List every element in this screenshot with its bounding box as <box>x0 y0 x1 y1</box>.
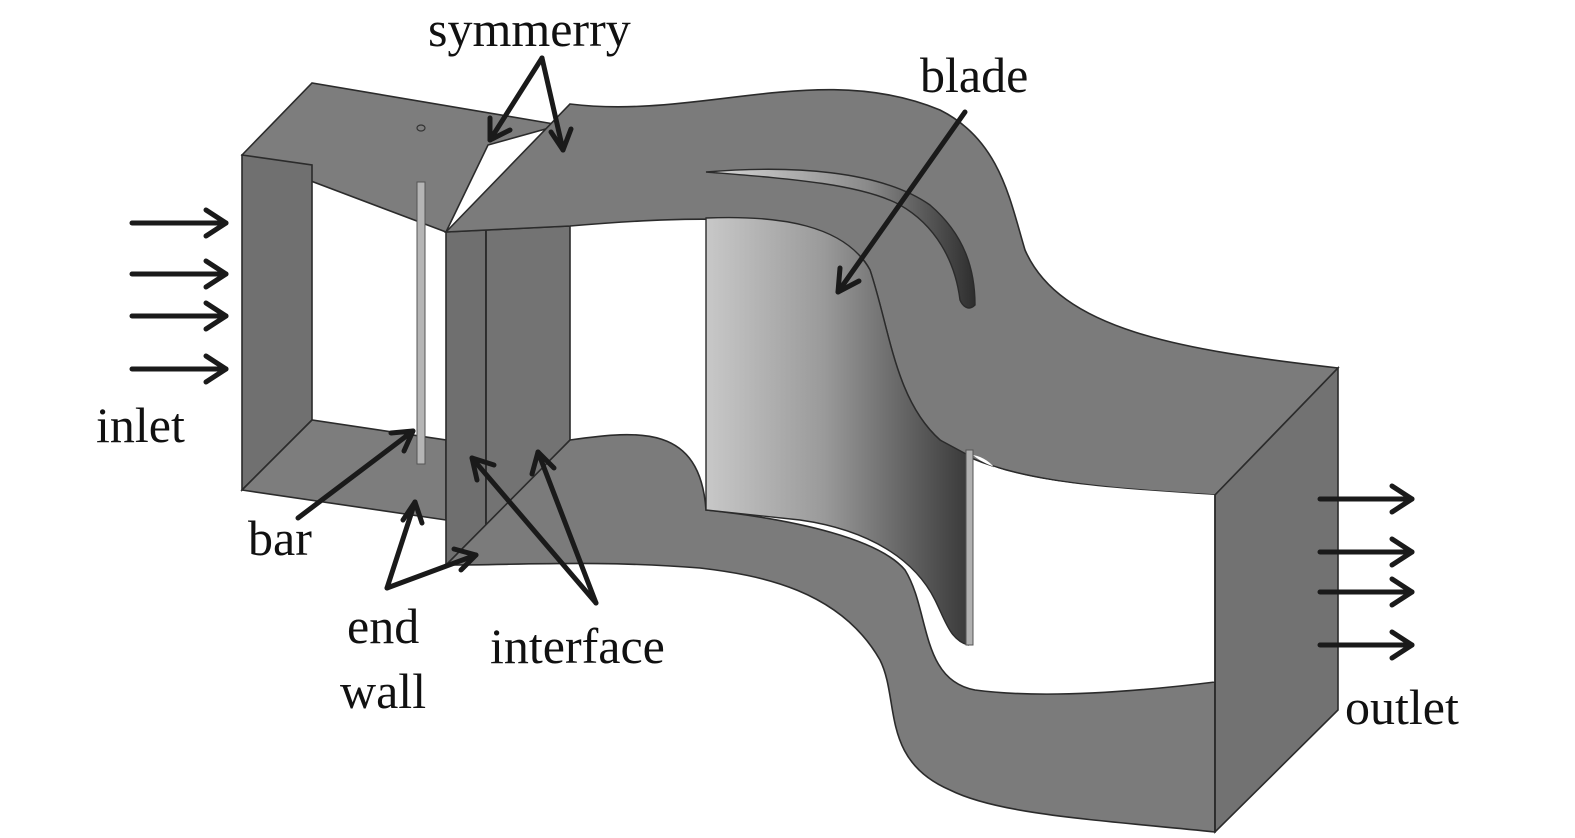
interface-pointer-arrows <box>469 449 599 606</box>
blade-surface <box>705 216 969 646</box>
outlet-label: outlet <box>1345 679 1459 735</box>
blade-label: blade <box>920 47 1028 103</box>
outlet-duct <box>1214 366 1339 834</box>
inlet-top-wall <box>240 82 561 234</box>
outlet-flow-arrows <box>1317 483 1415 661</box>
blade-trailing-rod <box>965 449 974 646</box>
bar-pointer-arrow <box>295 428 416 521</box>
bar-top-hole <box>416 124 426 132</box>
interface-front-face <box>445 229 487 567</box>
outlet-arrow <box>1317 536 1415 568</box>
symmetry-label: symmerry <box>428 1 631 57</box>
blade-pointer-arrow <box>835 109 968 295</box>
inlet-arrow <box>129 353 229 385</box>
inlet-label: inlet <box>96 397 185 453</box>
inlet-arrow <box>129 300 229 332</box>
inlet-flow-arrows <box>129 207 229 385</box>
inlet-arrow <box>129 207 229 239</box>
end-wall-label-line2: wall <box>340 663 426 719</box>
outlet-arrow <box>1317 576 1415 608</box>
bar-label: bar <box>248 510 312 566</box>
interface-label: interface <box>490 618 665 674</box>
end-wall-pointer-arrows <box>384 499 479 591</box>
main-channel-inner-wall <box>973 455 1215 682</box>
outlet-arrow <box>1317 629 1415 661</box>
blade-tip-slot <box>705 168 976 309</box>
outlet-arrow <box>1317 483 1415 515</box>
bar-cylinder <box>416 181 426 465</box>
inlet-arrow <box>129 258 229 290</box>
end-wall-label-line1: end <box>347 598 419 654</box>
symmetry-pointer-arrows <box>487 55 574 153</box>
